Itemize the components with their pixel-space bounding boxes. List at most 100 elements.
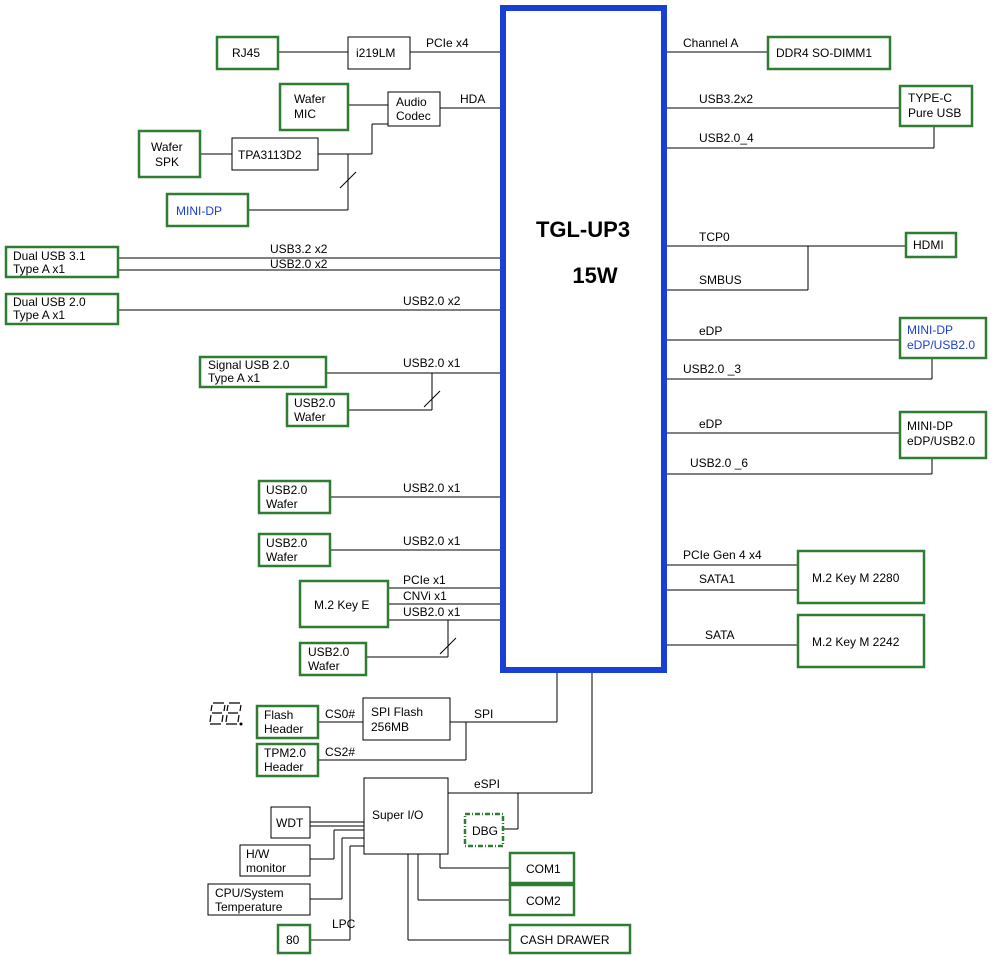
- usb-wafer-d-line2: Wafer: [308, 659, 340, 673]
- tpa-block: TPA3113D2: [231, 137, 319, 171]
- dbg-block: DBG: [463, 812, 505, 848]
- signal-lpc: LPC: [332, 917, 356, 931]
- minidp-right1-block: MINI-DP eDP/USB2.0: [898, 316, 988, 360]
- signal-spi: SPI: [474, 707, 493, 721]
- super-io-label: Super I/O: [372, 808, 423, 822]
- minidp-right1-line2: eDP/USB2.0: [907, 338, 975, 352]
- tpm-block: TPM2.0 Header: [255, 742, 320, 778]
- cpu-block: TGL-UP3 15W: [500, 5, 667, 673]
- dual-usb20-block: Dual USB 2.0 Type A x1: [4, 292, 120, 326]
- dual-usb31-block: Dual USB 3.1 Type A x1: [4, 245, 120, 279]
- cpu-temp-block: CPU/System Temperature: [207, 883, 311, 916]
- com1-label: COM1: [526, 862, 561, 876]
- wafer-spk-block: Wafer SPK: [137, 129, 202, 179]
- signal-channel-a: Channel A: [683, 36, 738, 50]
- flash-header-block: Flash Header: [255, 704, 320, 740]
- signal-sata1: SATA1: [699, 572, 736, 586]
- wdt-label: WDT: [276, 816, 304, 830]
- audio-codec-line1: Audio: [396, 95, 427, 109]
- usb-wafer-b-line2: Wafer: [266, 497, 298, 511]
- usb-wafer-a-line2: Wafer: [294, 410, 326, 424]
- dual-usb20-line1: Dual USB 2.0: [13, 295, 86, 309]
- hdmi-block: HDMI: [904, 231, 958, 259]
- m2e-block: M.2 Key E: [298, 579, 390, 629]
- wafer-mic-line1: Wafer: [294, 92, 326, 106]
- hw-monitor-block: H/W monitor: [239, 844, 311, 877]
- usb-wafer-d-block: USB2.0 Wafer: [298, 641, 368, 677]
- audio-codec-block: Audio Codec: [387, 91, 441, 127]
- wafer-mic-line2: MIC: [294, 107, 316, 121]
- typec-line1: TYPE-C: [908, 91, 952, 105]
- signal-pcie-x4: PCIe x4: [426, 36, 469, 50]
- usb-wafer-c-block: USB2.0 Wafer: [257, 532, 332, 568]
- usb-wafer-d-line1: USB2.0: [308, 645, 350, 659]
- minidp-right1-line1: MINI-DP: [907, 323, 953, 337]
- signal-pcie-gen4: PCIe Gen 4 x4: [683, 548, 762, 562]
- signal-espi: eSPI: [474, 777, 500, 791]
- hw-monitor-line1: H/W: [246, 847, 270, 861]
- signal-usb20-x1-d: USB2.0 x1: [403, 605, 461, 619]
- signal-usb20-x1-c: USB2.0 x1: [403, 534, 461, 548]
- signal-usb20-x1-a: USB2.0 x1: [403, 356, 461, 370]
- wdt-block: WDT: [270, 806, 311, 839]
- hw-monitor-line2: monitor: [246, 861, 286, 875]
- signal-edp-2: eDP: [699, 417, 722, 431]
- cpu-name: TGL-UP3: [536, 217, 630, 242]
- spi-flash-line1: SPI Flash: [371, 705, 423, 719]
- tpa-label: TPA3113D2: [238, 148, 302, 162]
- m2-2242-label: M.2 Key M 2242: [812, 635, 900, 649]
- signal-usb20-line1: Signal USB 2.0: [208, 358, 290, 372]
- wafer-mic-block: Wafer MIC: [278, 82, 350, 132]
- m2-2242-block: M.2 Key M 2242: [796, 613, 926, 669]
- i219-block: i219LM: [347, 36, 411, 70]
- super-io-block: Super I/O: [363, 777, 449, 855]
- minidp-right2-block: MINI-DP eDP/USB2.0: [898, 410, 988, 460]
- tpm-line2: Header: [264, 760, 303, 774]
- rj45-label: RJ45: [232, 46, 260, 60]
- minidp-right2-line1: MINI-DP: [907, 419, 953, 433]
- port80-label: 80: [286, 933, 300, 947]
- m2e-label: M.2 Key E: [314, 598, 369, 612]
- signal-hda: HDA: [460, 92, 485, 106]
- minidp-left-block: MINI-DP: [165, 192, 250, 228]
- signal-cs0: CS0#: [325, 707, 355, 721]
- usb-wafer-b-line1: USB2.0: [266, 483, 308, 497]
- signal-usb32-x2: USB3.2 x2: [270, 242, 328, 256]
- dbg-label: DBG: [472, 824, 498, 838]
- typec-block: TYPE-C Pure USB: [898, 84, 974, 128]
- signal-pcie-x1: PCIe x1: [403, 573, 446, 587]
- com2-label: COM2: [526, 894, 561, 908]
- flash-header-line2: Header: [264, 722, 303, 736]
- cpu-temp-line1: CPU/System: [215, 886, 284, 900]
- cash-drawer-block: CASH DRAWER: [508, 923, 632, 955]
- seven-segment-display-icon: [209, 702, 243, 726]
- signal-sata: SATA: [705, 628, 735, 642]
- usb-wafer-c-line1: USB2.0: [266, 536, 308, 550]
- tpm-line1: TPM2.0: [264, 746, 306, 760]
- spi-flash-line2: 256MB: [371, 720, 409, 734]
- usb-wafer-a-line1: USB2.0: [294, 396, 336, 410]
- port80-block: 80: [276, 923, 312, 955]
- usb-wafer-a-block: USB2.0 Wafer: [285, 392, 350, 428]
- signal-smbus: SMBUS: [699, 273, 742, 287]
- dual-usb31-line2: Type A x1: [13, 262, 65, 276]
- com1-block: COM1: [508, 851, 576, 885]
- signal-usb20-x2-a: USB2.0 x2: [270, 257, 328, 271]
- usb-wafer-b-block: USB2.0 Wafer: [257, 479, 332, 515]
- connection-lines: [118, 51, 935, 941]
- minidp-right2-line2: eDP/USB2.0: [907, 434, 975, 448]
- i219-label: i219LM: [356, 46, 395, 60]
- flash-header-line1: Flash: [264, 708, 293, 722]
- ddr4-block: DDR4 SO-DIMM1: [766, 35, 892, 71]
- signal-usb20-4: USB2.0_4: [699, 131, 754, 145]
- signal-usb20-block: Signal USB 2.0 Type A x1: [198, 355, 328, 389]
- signal-usb20-6: USB2.0 _6: [690, 456, 748, 470]
- com2-block: COM2: [508, 883, 576, 917]
- usb-wafer-c-line2: Wafer: [266, 550, 298, 564]
- typec-line2: Pure USB: [908, 106, 961, 120]
- wafer-spk-line2: SPK: [155, 155, 179, 169]
- cpu-power: 15W: [572, 263, 617, 288]
- dual-usb20-line2: Type A x1: [13, 308, 65, 322]
- signal-usb20-x1-b: USB2.0 x1: [403, 481, 461, 495]
- signal-usb20-line2: Type A x1: [208, 371, 260, 385]
